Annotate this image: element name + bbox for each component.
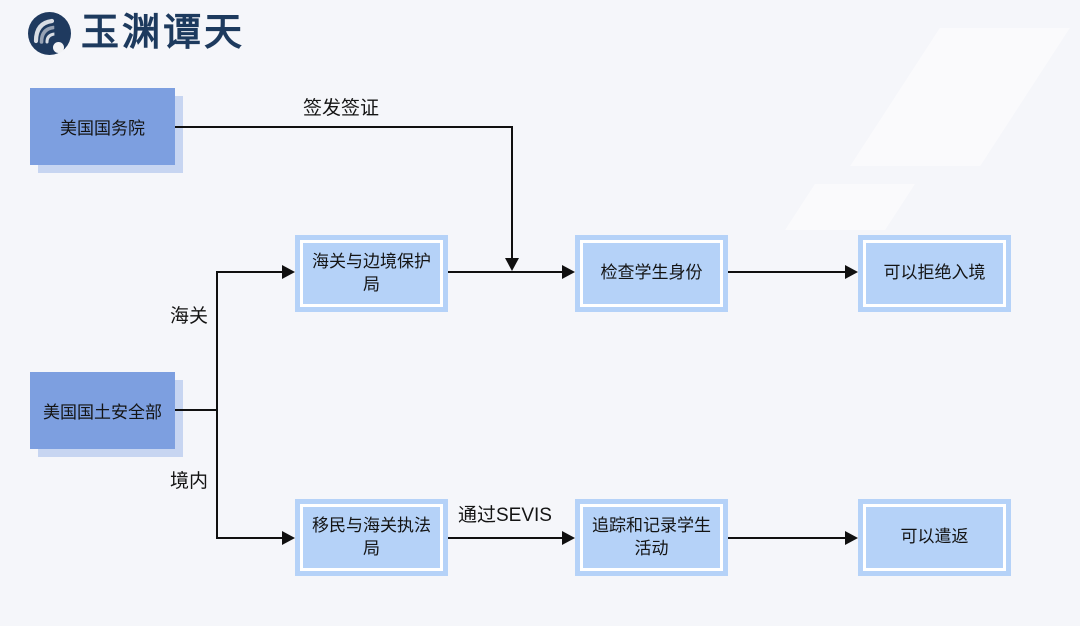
node-label: 检查学生身份 <box>600 263 703 283</box>
node-label: 美国国务院 <box>60 119 145 138</box>
node-track-student: 追踪和记录学生活动 <box>575 499 728 576</box>
node-ice: 移民与海关执法局 <box>295 499 448 576</box>
edge-label-via-sevis: 通过SEVIS <box>458 505 552 526</box>
node-deny-entry: 可以拒绝入境 <box>858 235 1011 312</box>
node-state-dept: 美国国务院 <box>30 88 175 165</box>
connector-visa-vertical <box>511 126 513 258</box>
node-deport: 可以遣返 <box>858 499 1011 576</box>
node-label: 美国国土安全部 <box>43 403 162 422</box>
watermark-stripe-small <box>785 184 915 230</box>
connector-check-deny <box>728 271 847 273</box>
node-check-student: 检查学生身份 <box>575 235 728 312</box>
node-label: 追踪和记录学生活动 <box>592 515 711 558</box>
connector-branch-cbp <box>216 271 284 273</box>
edge-label-customs: 海关 <box>170 306 209 327</box>
connector-branch-ice <box>216 537 284 539</box>
node-label: 可以遣返 <box>900 527 969 547</box>
connector-track-deport <box>728 537 847 539</box>
node-label: 可以拒绝入境 <box>883 263 986 283</box>
edge-label-issue-visa: 签发签证 <box>303 98 380 119</box>
watermark-stripe-large <box>850 28 1070 166</box>
arrowhead-check-deny <box>845 265 858 279</box>
wave-circle-icon <box>28 12 71 55</box>
node-label: 移民与海关执法局 <box>312 515 431 558</box>
arrowhead-visa-down <box>505 258 519 271</box>
arrowhead-ice-track <box>562 531 575 545</box>
edge-label-domestic: 境内 <box>170 471 209 492</box>
node-cbp: 海关与边境保护局 <box>295 235 448 312</box>
brand-logo: 玉渊谭天 <box>27 10 245 58</box>
arrowhead-cbp-check <box>562 265 575 279</box>
connector-dhs-branch-vertical <box>216 271 218 539</box>
connector-visa-horizontal <box>175 126 513 128</box>
connector-ice-track <box>448 537 564 539</box>
connector-cbp-check <box>448 271 564 273</box>
arrowhead-branch-cbp <box>282 265 295 279</box>
arrowhead-track-deport <box>845 531 858 545</box>
brand-logo-text: 玉渊谭天 <box>81 9 246 54</box>
node-dhs: 美国国土安全部 <box>30 372 175 449</box>
arrowhead-branch-ice <box>282 531 295 545</box>
node-label: 海关与边境保护局 <box>312 251 431 294</box>
connector-dhs-exit <box>175 409 218 411</box>
